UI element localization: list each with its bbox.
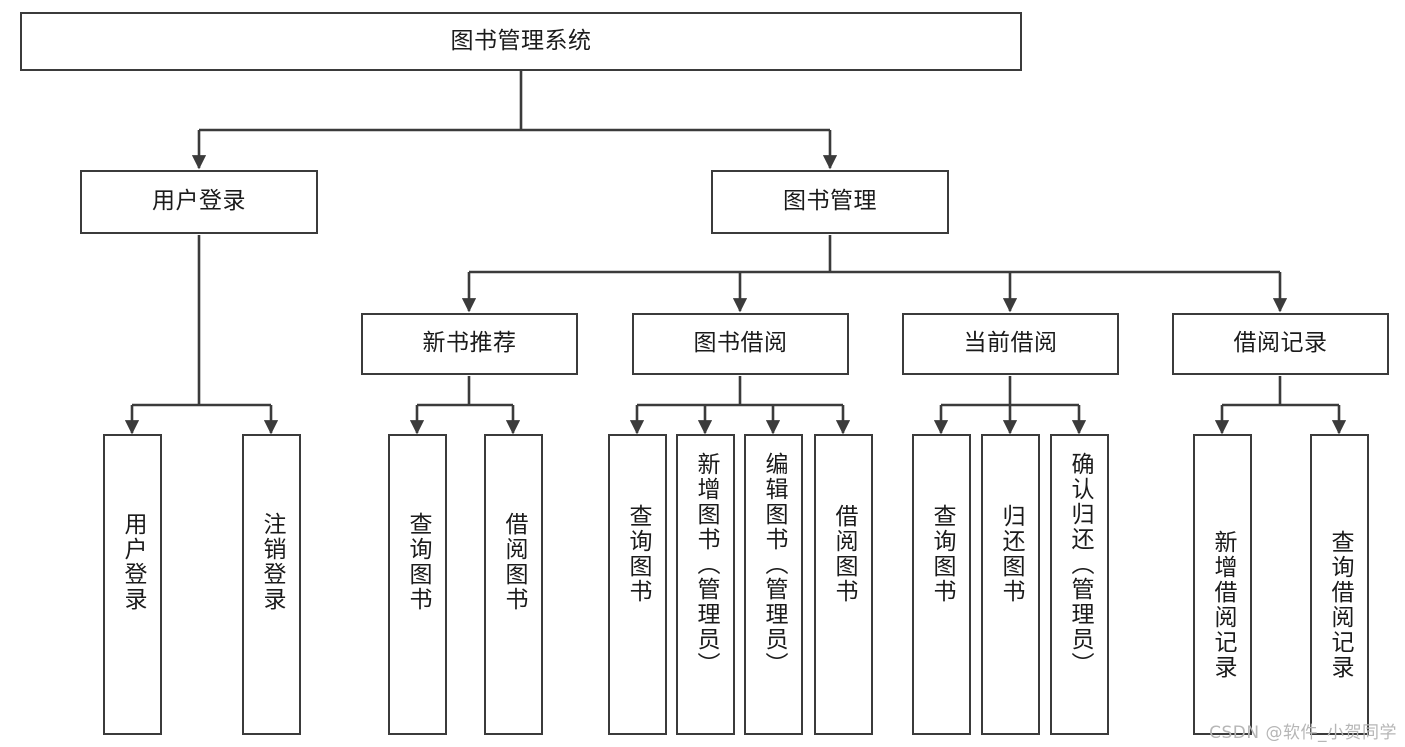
node-user-login-label: 用户登录 [152,188,246,215]
node-borrow-record-label: 借阅记录 [1233,330,1328,357]
node-root[interactable]: 图书管理系统 [20,12,1022,71]
node-leaf-return-book-label: 归还图书 [998,504,1024,604]
node-leaf-query-record-label: 查询借阅记录 [1327,530,1353,680]
node-current-borrow-label: 当前借阅 [963,330,1058,357]
node-leaf-query-book-3-label: 查询图书 [929,504,955,604]
node-leaf-return-book[interactable]: 归还图书 [981,434,1040,735]
node-book-borrow[interactable]: 图书借阅 [632,313,849,375]
node-leaf-logout-label: 注销登录 [259,512,285,612]
node-leaf-edit-book-label: 编辑图书（管理员） [761,452,787,677]
node-book-management-label: 图书管理 [783,188,877,215]
csdn-watermark: CSDN @软件_小贺同学 [1209,723,1397,743]
node-new-book-recommend-label: 新书推荐 [422,330,517,357]
node-leaf-add-book[interactable]: 新增图书（管理员） [676,434,735,735]
node-leaf-add-record[interactable]: 新增借阅记录 [1193,434,1252,735]
node-leaf-query-book-2-label: 查询图书 [625,504,651,604]
node-leaf-query-book-2[interactable]: 查询图书 [608,434,667,735]
node-leaf-confirm-return[interactable]: 确认归还（管理员） [1050,434,1109,735]
node-new-book-recommend[interactable]: 新书推荐 [361,313,578,375]
node-current-borrow[interactable]: 当前借阅 [902,313,1119,375]
node-leaf-query-book-3[interactable]: 查询图书 [912,434,971,735]
node-leaf-query-book-1-label: 查询图书 [405,512,431,612]
node-user-login[interactable]: 用户登录 [80,170,318,234]
node-leaf-user-login[interactable]: 用户登录 [103,434,162,735]
node-borrow-record[interactable]: 借阅记录 [1172,313,1389,375]
node-leaf-query-record[interactable]: 查询借阅记录 [1310,434,1369,735]
node-leaf-query-book-1[interactable]: 查询图书 [388,434,447,735]
node-leaf-borrow-book-2[interactable]: 借阅图书 [814,434,873,735]
node-book-borrow-label: 图书借阅 [693,330,788,357]
node-leaf-logout[interactable]: 注销登录 [242,434,301,735]
node-book-management[interactable]: 图书管理 [711,170,949,234]
node-leaf-add-book-label: 新增图书（管理员） [693,452,719,677]
node-leaf-add-record-label: 新增借阅记录 [1210,530,1236,680]
node-leaf-user-login-label: 用户登录 [120,512,146,612]
node-root-label: 图书管理系统 [450,27,592,54]
node-leaf-borrow-book-1[interactable]: 借阅图书 [484,434,543,735]
node-leaf-edit-book[interactable]: 编辑图书（管理员） [744,434,803,735]
node-leaf-borrow-book-2-label: 借阅图书 [831,504,857,604]
node-leaf-borrow-book-1-label: 借阅图书 [501,512,527,612]
node-leaf-confirm-return-label: 确认归还（管理员） [1067,452,1093,677]
